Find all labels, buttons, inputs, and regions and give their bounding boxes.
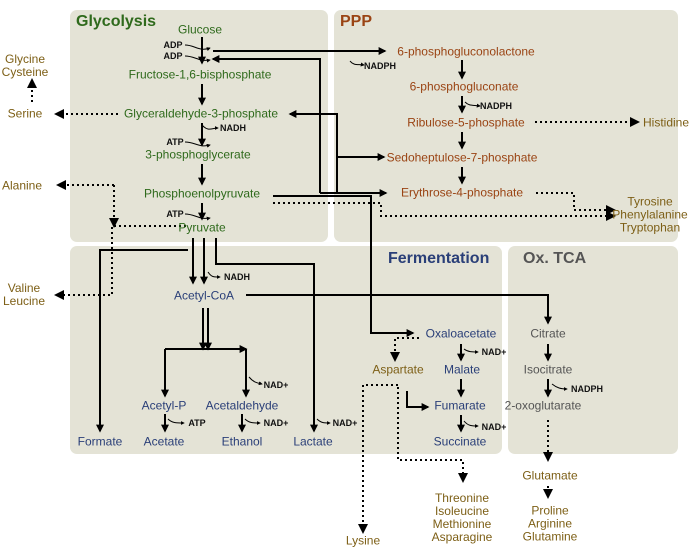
nadh-label-g3p: NADH xyxy=(220,123,246,133)
adp-label-1: ADP xyxy=(163,40,183,50)
product-histidine: Histidine xyxy=(642,115,690,130)
ppp-title: PPP xyxy=(340,13,373,30)
nadph-label-ppp: NADPH xyxy=(363,61,397,71)
product-valine: Valine xyxy=(7,281,41,295)
product-arginine: Arginine xyxy=(527,516,573,531)
atp-label-acetate: ATP xyxy=(188,418,206,428)
fermentation-title: Fermentation xyxy=(388,250,490,267)
product-serine: Serine xyxy=(7,106,43,121)
2-oxoglutarate: 2-oxoglutarate xyxy=(504,398,582,413)
product-glutamate-family: Proline Arginine Glutamine xyxy=(522,503,578,544)
product-methionine: Methionine xyxy=(432,517,492,531)
product-glycine: Glycine xyxy=(4,52,45,66)
glucose: Glucose xyxy=(177,22,223,37)
atp-label-pg3: ATP xyxy=(166,137,184,147)
aspartate: Aspartate xyxy=(372,362,424,377)
nadh-label-pyruvate: NADH xyxy=(224,272,250,282)
oxtca-panel xyxy=(508,246,678,454)
sedoheptulose-7-phosphate: Sedoheptulose-7-phosphate xyxy=(386,150,538,165)
product-asparagine: Asparagine xyxy=(431,530,493,544)
acetate: Acetate xyxy=(143,434,185,449)
nad-label-succinate: NAD+ xyxy=(481,422,507,432)
product-isoleucine: Isoleucine xyxy=(434,504,490,518)
nadph-label-isocitrate: NADPH xyxy=(570,384,604,394)
atp-label-pyruvate: ATP xyxy=(166,209,184,219)
nad-label-lactate: NAD+ xyxy=(332,418,358,428)
acetyl-p: Acetyl-P xyxy=(141,398,187,413)
acetaldehyde: Acetaldehyde xyxy=(205,398,279,413)
product-valine-leucine: Valine Leucine xyxy=(3,282,45,308)
product-proline: Proline xyxy=(531,503,569,518)
product-phenylalanine: Phenylalanine xyxy=(612,207,688,222)
product-tryptophan: Tryptophan xyxy=(619,220,681,235)
glycolysis-title: Glycolysis xyxy=(76,13,157,30)
product-tyrosine: Tyrosine xyxy=(627,194,673,209)
acetyl-coa: Acetyl-CoA xyxy=(173,288,235,303)
ethanol: Ethanol xyxy=(221,434,263,449)
6-phosphogluconolactone: 6-phosphogluconolactone xyxy=(397,44,535,59)
product-alanine: Alanine xyxy=(1,178,43,193)
nad-label-acetaldehyde: NAD+ xyxy=(263,380,289,390)
product-glycine-cysteine: Glycine Cysteine xyxy=(2,53,49,79)
product-cysteine: Cysteine xyxy=(1,65,49,79)
fumarate: Fumarate xyxy=(434,398,486,413)
product-threonine: Threonine xyxy=(434,491,490,505)
nadph-label-ru5p: NADPH xyxy=(479,101,513,111)
ribulose-5-phosphate: Ribulose-5-phosphate xyxy=(407,115,525,130)
phosphoenolpyruvate: Phosphoenolpyruvate xyxy=(143,186,261,201)
glutamate: Glutamate xyxy=(522,468,578,483)
formate: Formate xyxy=(77,434,123,449)
nad-label-malate: NAD+ xyxy=(481,347,507,357)
citrate: Citrate xyxy=(530,326,566,341)
fructose-1-6-bisphosphate: Fructose-1,6-bisphosphate xyxy=(128,67,272,82)
product-aspartate-family: Threonine Isoleucine Methionine Asparagi… xyxy=(432,492,493,544)
lactate: Lactate xyxy=(293,434,333,449)
malate: Malate xyxy=(443,362,481,377)
fermentation-panel xyxy=(70,246,502,454)
product-glutamine: Glutamine xyxy=(522,529,578,544)
nad-label-ethanol: NAD+ xyxy=(263,418,289,428)
product-lysine: Lysine xyxy=(345,533,381,548)
isocitrate: Isocitrate xyxy=(523,362,573,377)
oxaloacetate: Oxaloacetate xyxy=(425,326,497,341)
oxtca-title: Ox. TCA xyxy=(523,250,587,267)
erythrose-4-phosphate: Erythrose-4-phosphate xyxy=(400,185,524,200)
adp-label-2: ADP xyxy=(163,51,183,61)
ppp-panel xyxy=(334,10,678,242)
product-leucine: Leucine xyxy=(2,294,46,308)
6-phosphogluconate: 6-phosphogluconate xyxy=(409,79,519,94)
product-aromatics: Tyrosine Phenylalanine Tryptophan xyxy=(612,194,688,235)
pyruvate: Pyruvate xyxy=(178,220,226,235)
succinate: Succinate xyxy=(433,434,487,449)
glyceraldehyde-3-phosphate: Glyceraldehyde-3-phosphate xyxy=(123,106,279,121)
3-phosphoglycerate: 3-phosphoglycerate xyxy=(145,147,251,162)
